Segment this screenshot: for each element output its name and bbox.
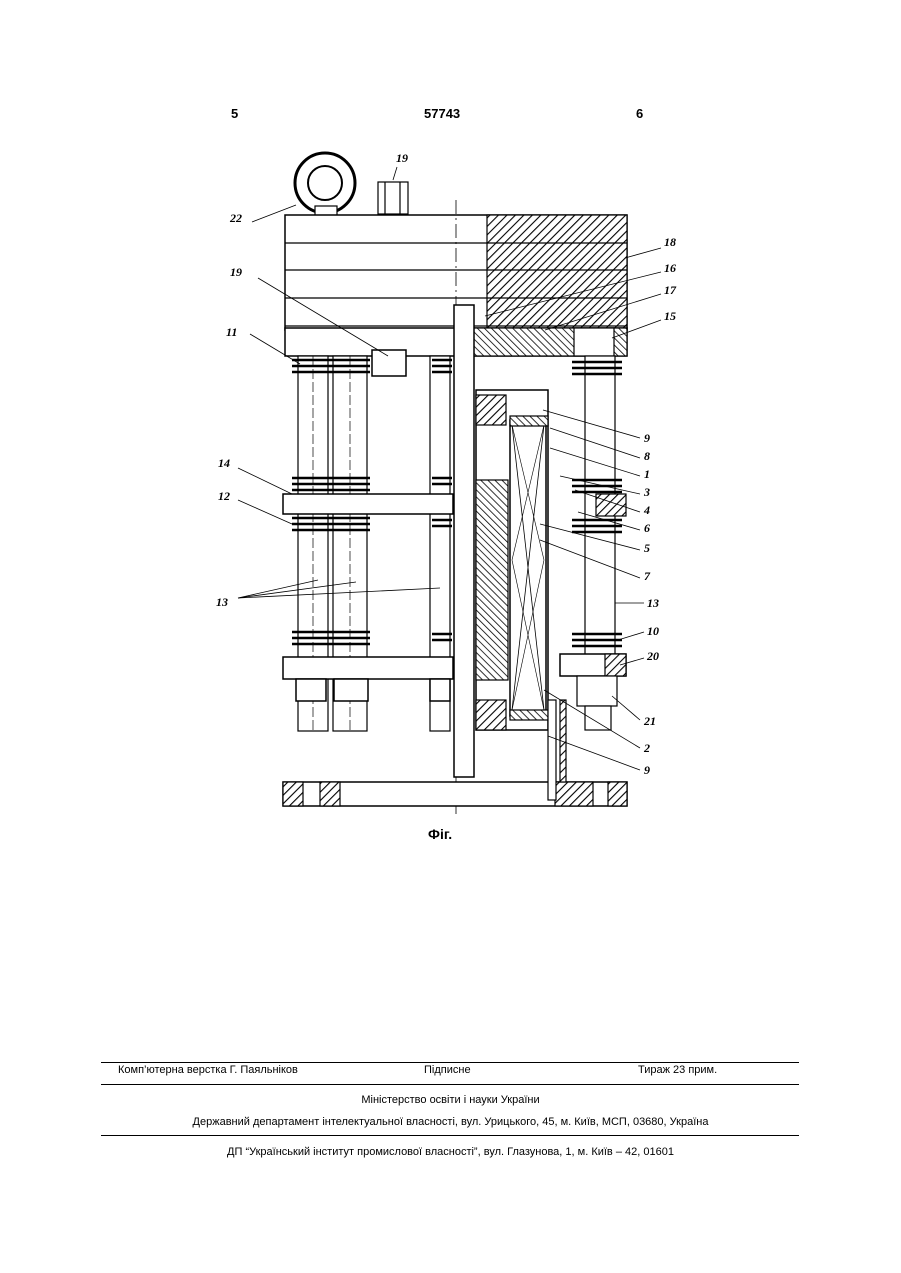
- page-number-right: 6: [636, 106, 643, 121]
- label-2: 2: [643, 741, 650, 755]
- footer-department: Державний департамент інтелектуальної вл…: [0, 1116, 901, 1128]
- label-15: 15: [664, 309, 676, 323]
- patent-number: 57743: [424, 106, 460, 121]
- bottom-plate: [283, 657, 453, 679]
- technical-drawing: 19 22 19 18 16 17 15 11 14 12 13 9 8 1 3…: [200, 145, 680, 815]
- label-13-left: 13: [216, 595, 228, 609]
- label-21: 21: [643, 714, 656, 728]
- central-rod: [454, 305, 474, 777]
- footer-typesetting: Комп’ютерна верстка Г. Паяльніков: [118, 1064, 298, 1076]
- label-22: 22: [229, 211, 242, 225]
- label-19-top: 19: [396, 151, 408, 165]
- label-8: 8: [644, 449, 650, 463]
- footer-rule-top: [101, 1062, 799, 1063]
- label-6: 6: [644, 521, 650, 535]
- footer-rule-bottom: [101, 1135, 799, 1136]
- lifting-eye: [295, 153, 355, 213]
- label-13-right: 13: [647, 596, 659, 610]
- footer-ministry: Міністерство освіти і науки України: [0, 1094, 901, 1106]
- label-10: 10: [647, 624, 659, 638]
- label-5: 5: [644, 541, 650, 555]
- page-number-left: 5: [231, 106, 238, 121]
- bolt-19-top: [378, 182, 408, 214]
- label-3: 3: [643, 485, 650, 499]
- label-19-bottom: 19: [230, 265, 242, 279]
- footer-signed: Підписне: [424, 1064, 471, 1076]
- label-1: 1: [644, 467, 650, 481]
- footer-circulation: Тираж 23 прим.: [638, 1064, 717, 1076]
- label-9-top: 9: [644, 431, 650, 445]
- label-4: 4: [643, 503, 650, 517]
- label-7: 7: [644, 569, 651, 583]
- middle-plate: [283, 494, 453, 514]
- label-20: 20: [646, 649, 659, 663]
- label-12: 12: [218, 489, 230, 503]
- label-18: 18: [664, 235, 676, 249]
- figure-caption: Фіг.: [428, 826, 452, 842]
- label-14: 14: [218, 456, 230, 470]
- label-9-bottom: 9: [644, 763, 650, 777]
- footer-institute: ДП “Український інститут промислової вла…: [0, 1146, 901, 1158]
- label-11: 11: [226, 325, 237, 339]
- footer-rule-middle: [101, 1084, 799, 1085]
- label-16: 16: [664, 261, 676, 275]
- label-17: 17: [664, 283, 677, 297]
